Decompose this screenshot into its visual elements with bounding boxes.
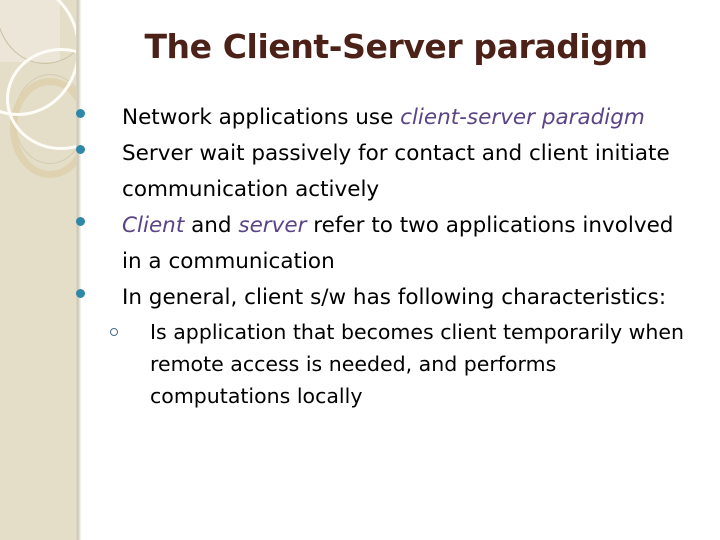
emphasis-text-segment: server [238, 213, 307, 238]
list-item: Client and server refer to two applicati… [0, 208, 720, 280]
list-item-text-segment: In general, client s/w has following cha… [122, 285, 667, 310]
list-item-text-segment: and [184, 213, 239, 238]
sub-list-item: Is application that becomes client tempo… [0, 316, 720, 412]
hollow-circle-bullet-icon [110, 328, 118, 336]
list-item: In general, client s/w has following cha… [0, 280, 720, 316]
filled-circle-bullet-icon [76, 217, 85, 226]
list-item-text: In general, client s/w has following cha… [122, 285, 666, 310]
list-item: Network applications use client-server p… [0, 100, 720, 136]
emphasis-text-segment: client-server paradigm [400, 105, 645, 130]
list-item-text: Server wait passively for contact and cl… [122, 141, 670, 202]
filled-circle-bullet-icon [76, 109, 85, 118]
emphasis-text-segment: Client [122, 213, 185, 238]
bullet-list: Network applications use client-server p… [0, 100, 720, 412]
filled-circle-bullet-icon [76, 289, 85, 298]
decorative-band-divider [76, 0, 81, 540]
page-title: The Client-Server paradigm [144, 27, 648, 66]
list-item-text-segment: Network applications use [122, 105, 401, 130]
sub-list-item-text: Is application that becomes client tempo… [150, 320, 684, 408]
list-item-text-segment: refer to two applications involved in a … [122, 213, 674, 274]
sub-list-item-text-segment: Is application that becomes client tempo… [150, 320, 685, 408]
list-item-text-segment: Server wait passively for contact and cl… [122, 141, 670, 202]
list-item-text: Network applications use client-server p… [122, 105, 645, 130]
filled-circle-bullet-icon [76, 145, 85, 154]
list-item: Server wait passively for contact and cl… [0, 136, 720, 208]
list-item-text: Client and server refer to two applicati… [122, 213, 673, 274]
decorative-left-band [0, 0, 76, 540]
